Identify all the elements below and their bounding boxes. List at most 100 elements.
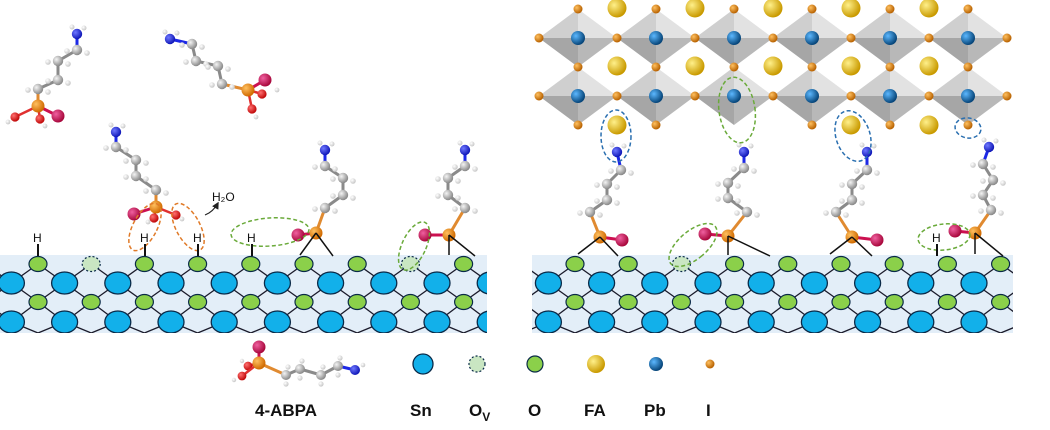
carbon-atom — [32, 83, 44, 95]
hydrogen-atom — [981, 137, 987, 143]
carbon-atom — [295, 364, 305, 374]
hydrogen-atom — [239, 358, 245, 364]
carbon-atom — [584, 206, 596, 218]
octahedron-face — [578, 9, 617, 38]
nitrogen-atom — [861, 146, 873, 158]
hydrogen-atom — [299, 358, 305, 364]
hydrogen-atom — [435, 193, 441, 199]
hydrogen-atom — [123, 147, 129, 153]
interaction-annotations — [128, 76, 982, 271]
hbond-ellipse — [917, 223, 971, 251]
hydrogen-atom — [990, 164, 996, 170]
octahedron-face — [812, 9, 851, 38]
pb-atom — [883, 89, 897, 103]
sn-atom — [423, 271, 451, 295]
octahedron-face — [929, 38, 968, 67]
legend-label-pb: Pb — [644, 401, 666, 420]
abpa-molecule — [418, 140, 478, 257]
iodide-atom — [534, 91, 544, 101]
hydrogen-atom — [754, 212, 760, 218]
nitrogen-atom — [611, 146, 623, 158]
legend-label-ov: OV — [469, 401, 490, 424]
hydrogen-atom — [823, 210, 829, 216]
hydrogen-atom — [312, 164, 318, 170]
o-atom — [618, 255, 638, 273]
sn-atom — [641, 271, 669, 295]
hydrogen-atom — [628, 170, 634, 176]
legend: 4-ABPA Sn OV O FA Pb I — [231, 340, 715, 424]
o-atom — [724, 255, 745, 273]
carbon-atom — [861, 164, 873, 176]
legend-i-swatch — [705, 359, 715, 369]
octahedron-face — [539, 67, 578, 96]
hydrogen-atom — [297, 375, 303, 381]
sn-atom — [104, 271, 132, 295]
hydrogen-atom — [64, 48, 70, 54]
sn-atom — [157, 310, 185, 333]
carbon-atom — [846, 178, 858, 190]
pb-atom — [727, 89, 741, 103]
iodide-atom — [885, 62, 895, 72]
lattice-bond — [490, 283, 517, 302]
o-atom — [400, 293, 420, 311]
hydrogen-label: H — [140, 231, 149, 245]
pb-atom — [571, 31, 585, 45]
o-atom — [1045, 295, 1050, 310]
o-atom — [241, 255, 261, 273]
pbi6-octahedron — [539, 9, 617, 67]
hydrogen-atom — [735, 183, 741, 189]
octahedron-face — [851, 9, 890, 38]
iodide-atom — [651, 62, 661, 72]
hydrogen-atom — [45, 59, 51, 65]
pb-atom — [649, 89, 663, 103]
hydrogen-atom — [360, 362, 366, 368]
octahedron-face — [617, 96, 656, 125]
hydrogen-atom — [69, 24, 75, 30]
sn-atom — [747, 310, 775, 333]
carbon-atom — [442, 189, 454, 201]
hydrogen-atom — [435, 176, 441, 182]
legend-label-sn: Sn — [410, 401, 432, 420]
hydrogen-atom — [330, 176, 336, 182]
o-atom — [508, 295, 526, 310]
hydrogen-atom — [162, 29, 168, 35]
o-atom — [618, 293, 638, 311]
octahedron-face — [734, 9, 773, 38]
hydrogen-atom — [594, 182, 600, 188]
octahedron-face — [578, 96, 617, 125]
p-o-sn-anchor-bond — [599, 236, 619, 257]
o-atom — [454, 293, 474, 311]
carbon-atom — [130, 154, 142, 166]
carbon-atom — [987, 174, 999, 186]
iodide-atom — [690, 91, 700, 101]
carbon-atom — [601, 194, 613, 206]
hydrogen-atom — [329, 141, 335, 147]
o-atom — [884, 255, 904, 273]
hydrogen-atom — [205, 64, 211, 70]
hydrogen-atom — [457, 140, 463, 146]
hydrogen-atom — [42, 123, 48, 129]
hydrogen-atom — [452, 164, 458, 170]
nitrogen-atom — [319, 144, 331, 156]
sn-atom — [1014, 272, 1040, 294]
carbon-atom — [722, 192, 734, 204]
iodide-atom — [651, 120, 661, 130]
abpa-molecule — [577, 142, 634, 257]
lattice-bond — [1027, 264, 1050, 283]
hydrogen-atom — [751, 168, 757, 174]
nitrogen-atom — [71, 28, 83, 40]
hydrogen-atom — [123, 158, 129, 164]
o-atom — [513, 295, 531, 310]
hydrogen-atom — [335, 372, 341, 378]
pbi6-octahedron — [617, 9, 695, 67]
hydrogen-atom — [120, 123, 126, 129]
carbon-atom — [459, 160, 471, 172]
o-atom — [671, 293, 692, 311]
sn-atom — [747, 271, 775, 295]
sn-atom — [587, 310, 616, 333]
octahedron-face — [851, 38, 890, 67]
lattice-bond — [495, 283, 522, 302]
carbon-atom — [722, 177, 734, 189]
oxygen-double-bond-atom — [418, 228, 432, 242]
iodide-atom — [924, 33, 934, 43]
